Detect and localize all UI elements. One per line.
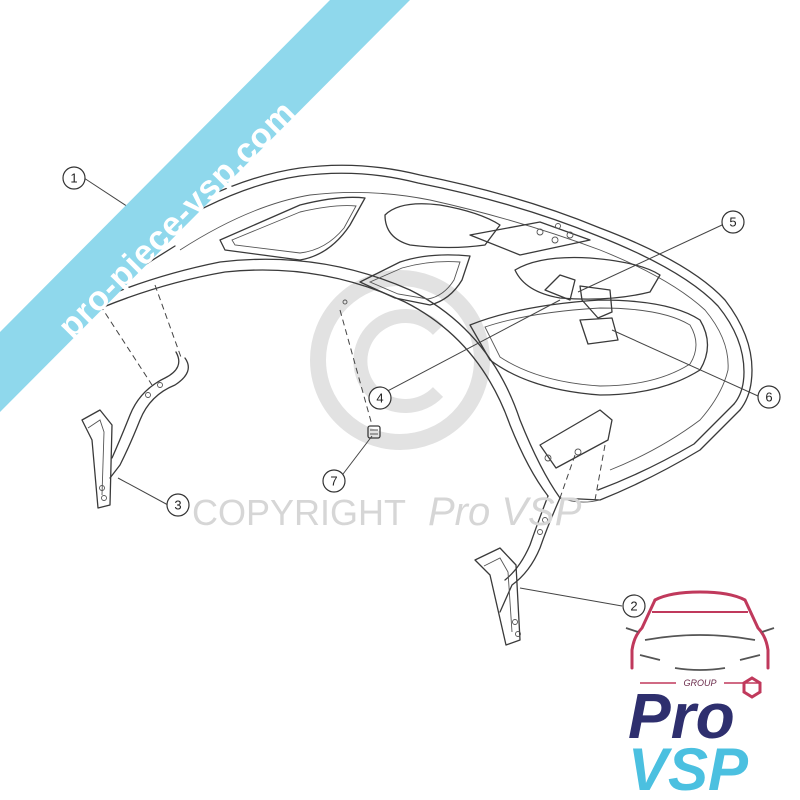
- logo-group-text: GROUP: [683, 678, 716, 688]
- provsp-logo: GROUP Pro VSP: [625, 590, 775, 800]
- trunk-lid: [39, 164, 753, 503]
- callout-4: 4: [368, 386, 392, 410]
- logo-pro-text: Pro: [628, 680, 735, 752]
- callout-label-4: 4: [376, 391, 383, 406]
- car-icon: [625, 590, 775, 671]
- callout-label-1: 1: [70, 171, 77, 186]
- right-hinge: [474, 495, 561, 646]
- callout-1: 1: [62, 166, 86, 190]
- copyright-circle-watermark: [310, 270, 490, 450]
- callout-label-5: 5: [729, 215, 736, 230]
- left-hinge: [81, 351, 189, 509]
- callout-5: 5: [721, 210, 745, 234]
- callout-7: 7: [322, 469, 346, 493]
- leader-lines: [83, 177, 759, 607]
- banner-url-text: pro-piece-vsp.com: [51, 93, 304, 346]
- callout-3: 3: [166, 493, 190, 517]
- copyright-watermark: COPYRIGHT Pro VSP: [192, 490, 582, 534]
- rubber-bumper: [367, 425, 381, 439]
- callout-label-6: 6: [765, 390, 772, 405]
- callout-label-7: 7: [330, 474, 337, 489]
- logo-vsp-text: VSP: [628, 736, 749, 800]
- callout-6: 6: [757, 385, 781, 409]
- callout-2: 2: [622, 594, 646, 618]
- copyright-text: COPYRIGHT: [192, 492, 406, 533]
- callout-label-3: 3: [174, 498, 181, 513]
- hex-nut-icon: [742, 676, 762, 699]
- callout-label-2: 2: [630, 599, 637, 614]
- copyright-brand-text: Pro VSP: [428, 490, 582, 534]
- assembly-lines: [99, 284, 606, 501]
